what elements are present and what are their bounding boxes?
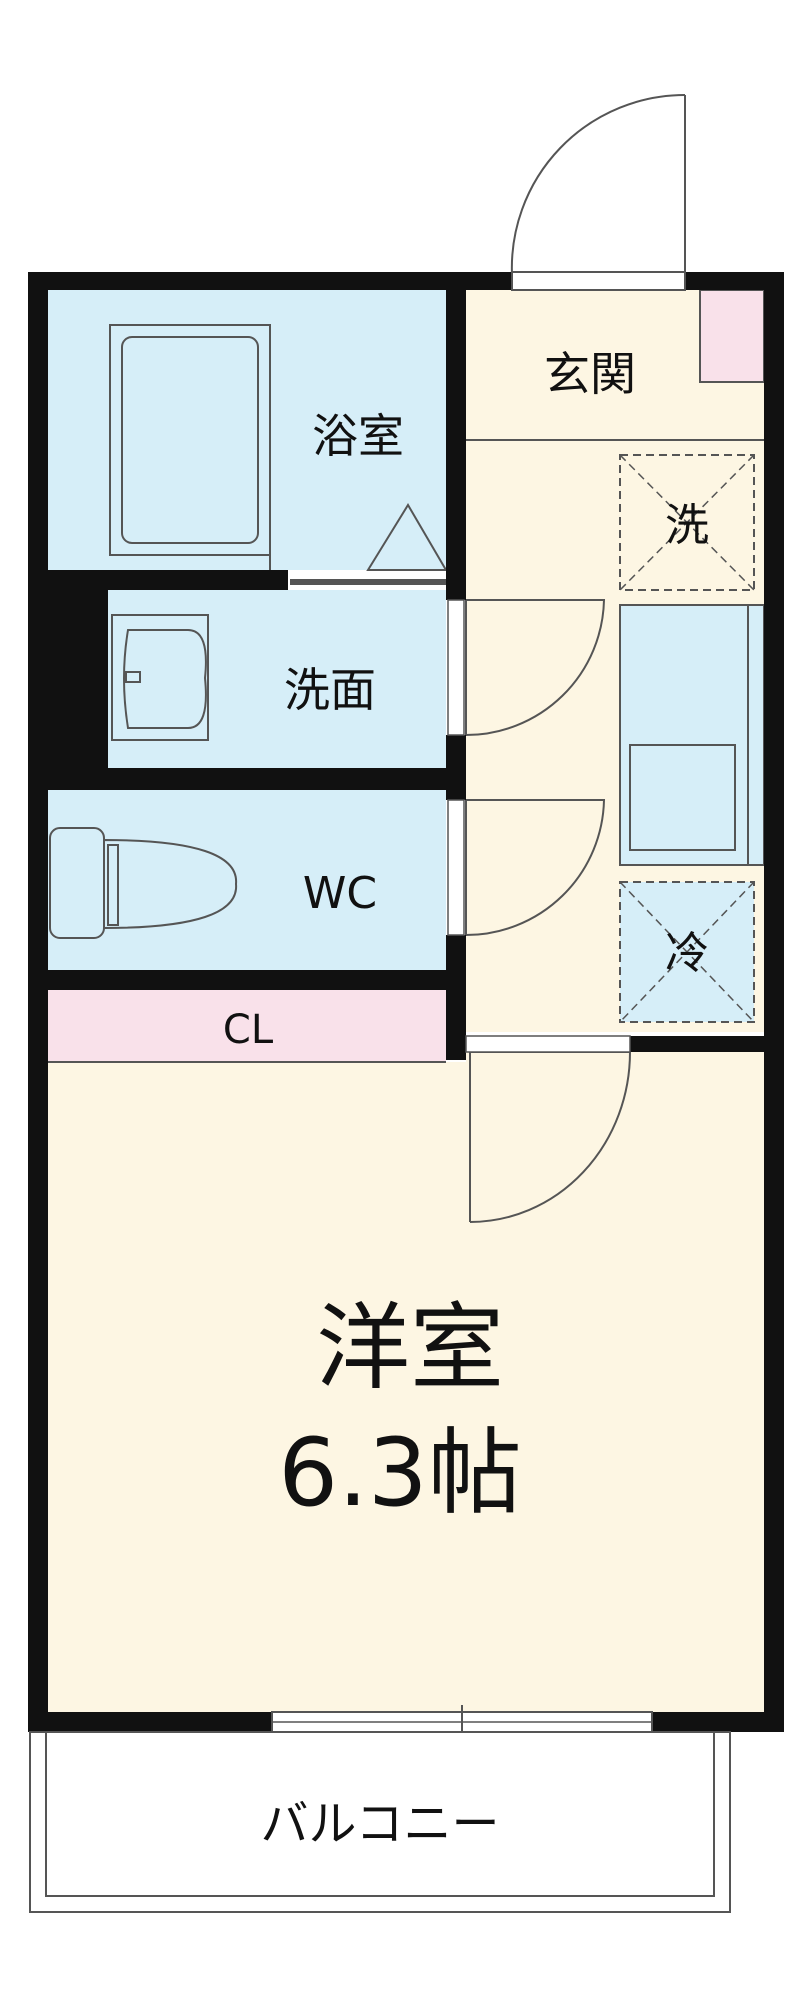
entrance-door	[510, 93, 686, 276]
western-room-floor	[48, 1062, 764, 1712]
fridge-space	[619, 881, 755, 1023]
fridge-space-label: 冷	[665, 928, 709, 979]
room-door	[469, 1051, 632, 1223]
kitchen-counter	[619, 604, 765, 866]
washroom-door	[465, 599, 606, 736]
entrance-label: 玄関	[544, 347, 636, 401]
balcony	[29, 1731, 731, 1913]
washroom-label: 洗面	[284, 663, 376, 717]
washroom-door-frame	[447, 599, 465, 736]
toilet-floor	[48, 790, 446, 970]
western-room-size: 6.3帖	[278, 1419, 522, 1528]
room-door-frame	[465, 1035, 631, 1053]
washer-space-label: 洗	[665, 500, 709, 551]
toilet-door	[465, 799, 606, 936]
wash-basin	[111, 614, 209, 741]
walls	[28, 272, 784, 1732]
balcony-label: バルコニー	[260, 1796, 499, 1852]
western-room-label: 洋室	[316, 1294, 504, 1403]
entrance-door-frame	[511, 271, 686, 291]
washroom-floor	[108, 590, 446, 768]
toilet-fixture	[49, 827, 238, 939]
bathtub	[109, 324, 448, 585]
closet-floor	[48, 990, 446, 1062]
entrance-shoebox	[699, 289, 765, 383]
toilet-label: WC	[303, 868, 377, 919]
bathroom-label: 浴室	[312, 409, 404, 463]
washer-space	[619, 454, 755, 591]
closet-label: CL	[223, 1007, 274, 1053]
western-room-upper-floor	[466, 1052, 764, 1064]
toilet-door-frame	[447, 799, 465, 936]
